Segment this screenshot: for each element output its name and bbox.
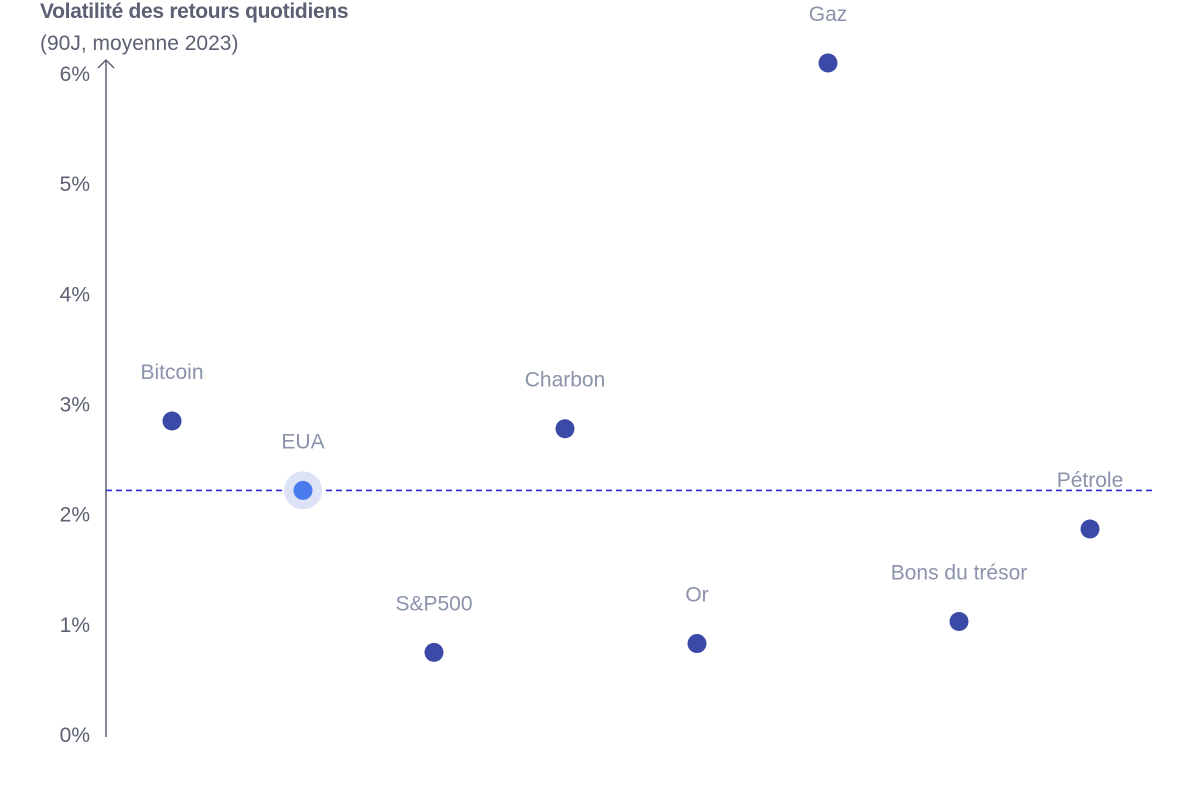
point-label: Or — [685, 584, 708, 607]
scatter-point[interactable] — [293, 480, 313, 500]
y-tick-label: 6% — [60, 63, 90, 86]
y-axis-arrow-icon — [97, 58, 115, 69]
scatter-point[interactable] — [949, 612, 969, 632]
point-label: S&P500 — [395, 592, 472, 615]
point-label: Bitcoin — [140, 361, 203, 384]
y-tick-label: 0% — [60, 724, 90, 747]
scatter-point[interactable] — [555, 419, 575, 439]
scatter-point[interactable] — [818, 53, 838, 73]
y-tick-label: 3% — [60, 394, 90, 417]
scatter-point[interactable] — [1080, 519, 1100, 539]
y-tick-label: 5% — [60, 173, 90, 196]
point-label: Bons du trésor — [891, 562, 1028, 585]
scatter-point[interactable] — [687, 634, 707, 654]
point-label: EUA — [281, 430, 324, 453]
y-axis: 0% 1% 2% 3% 4% 5% 6% — [60, 58, 115, 747]
scatter-point[interactable] — [162, 411, 182, 431]
y-tick-label: 1% — [60, 614, 90, 637]
point-label: Pétrole — [1057, 469, 1124, 492]
y-tick-label: 2% — [60, 504, 90, 527]
point-label: Gaz — [809, 3, 848, 26]
chart-subtitle: (90J, moyenne 2023) — [40, 32, 239, 55]
scatter-point[interactable] — [424, 642, 444, 662]
point-label: Charbon — [525, 369, 606, 392]
y-tick-label: 4% — [60, 283, 90, 306]
chart-title: Volatilité des retours quotidiens — [40, 0, 349, 23]
